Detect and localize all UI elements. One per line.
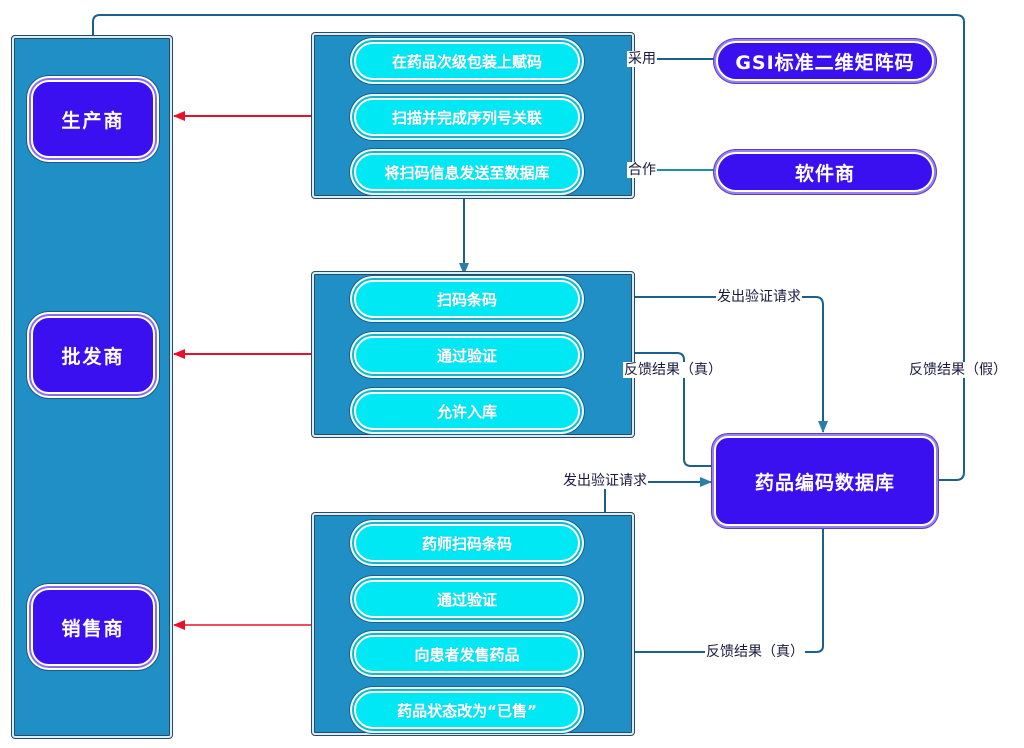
step-verified-retail-label: 通过验证	[436, 590, 497, 609]
actor-manufacturer-label: 生产商	[61, 109, 125, 132]
step-mark-sold-label: 药品状态改为“已售”	[397, 701, 537, 720]
step-scan-associate-label: 扫描并完成序列号关联	[391, 108, 542, 127]
step-mark-sold[interactable]: 药品状态改为“已售”	[354, 691, 580, 729]
arrow-feedback-true-1	[579, 348, 713, 467]
step-allow-stock-in-label: 允许入库	[436, 402, 497, 421]
edge-label-feedback-true-1: 反馈结果（真）	[623, 362, 723, 378]
edge-label-feedback-true-2: 反馈结果（真）	[705, 644, 805, 660]
node-software-vendor-label: 软件商	[794, 162, 855, 185]
edge-label-adopt: 采用	[627, 51, 657, 67]
step-scan-barcode-label: 扫码条码	[436, 290, 497, 309]
node-software-vendor[interactable]: 软件商	[716, 152, 934, 192]
step-encode[interactable]: 在药品次级包装上赋码	[354, 42, 580, 80]
step-sell-to-patient-label: 向患者发售药品	[414, 645, 520, 664]
actor-retailer-label: 销售商	[61, 617, 125, 640]
actor-wholesaler-label: 批发商	[61, 345, 125, 368]
step-verified-label: 通过验证	[436, 346, 497, 365]
step-scan-barcode[interactable]: 扫码条码	[354, 280, 580, 318]
step-pharmacist-scan-label: 药师扫码条码	[421, 534, 512, 553]
actor-manufacturer[interactable]: 生产商	[31, 80, 155, 158]
step-verified[interactable]: 通过验证	[354, 336, 580, 374]
edge-label-request-2: 发出验证请求	[562, 473, 648, 489]
step-send-to-db[interactable]: 将扫码信息发送至数据库	[354, 153, 580, 191]
step-scan-associate[interactable]: 扫描并完成序列号关联	[354, 98, 580, 136]
step-sell-to-patient[interactable]: 向患者发售药品	[354, 635, 580, 673]
node-drug-code-database-label: 药品编码数据库	[754, 471, 895, 494]
edge-label-feedback-false: 反馈结果（假）	[908, 362, 1008, 378]
step-send-to-db-label: 将扫码信息发送至数据库	[384, 163, 550, 182]
step-verified-retail[interactable]: 通过验证	[354, 580, 580, 618]
arrow-feedback-true-2	[579, 526, 824, 657]
node-gs1-standard[interactable]: GSI标准二维矩阵码	[716, 41, 934, 81]
edge-label-request-1: 发出验证请求	[716, 289, 802, 305]
node-gs1-standard-label: GSI标准二维矩阵码	[735, 51, 915, 74]
step-encode-label: 在药品次级包装上赋码	[391, 52, 542, 71]
actor-retailer[interactable]: 销售商	[31, 588, 155, 666]
node-drug-code-database[interactable]: 药品编码数据库	[714, 436, 936, 526]
arrow-feedback-false	[88, 14, 965, 481]
actor-wholesaler[interactable]: 批发商	[31, 316, 155, 394]
arrow-request-1	[578, 296, 828, 433]
step-allow-stock-in[interactable]: 允许入库	[354, 392, 580, 430]
edge-label-cooperate: 合作	[627, 162, 657, 178]
step-pharmacist-scan[interactable]: 药师扫码条码	[354, 524, 580, 562]
